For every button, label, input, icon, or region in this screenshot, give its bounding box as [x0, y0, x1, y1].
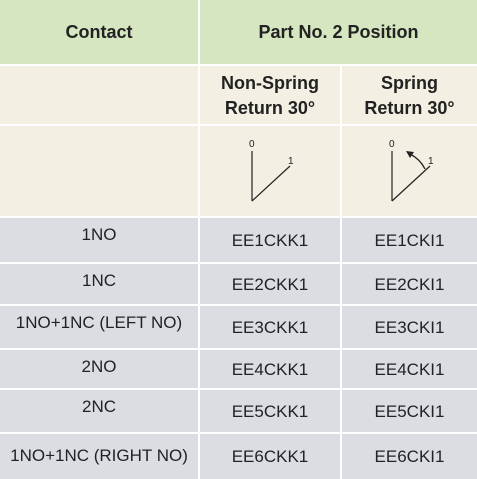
header-position: Part No. 2 Position — [198, 0, 477, 64]
table-row: 1NO EE1CKK1 EE1CKI1 — [0, 216, 477, 264]
row-contact: 1NO+1NC (LEFT NO) — [15, 313, 183, 332]
row-contact: 1NC — [81, 271, 116, 290]
table-row: 2NO EE4CKK1 EE4CKI1 — [0, 348, 477, 390]
table-diagram-row: 0 1 0 1 — [0, 124, 477, 218]
row-non-spring-part: EE3CKK1 — [198, 306, 340, 350]
subheader-spring: Spring Return 30° — [340, 66, 477, 126]
row-contact: 1NO — [81, 225, 117, 244]
row-non-spring-part: EE1CKK1 — [198, 218, 340, 264]
row-spring-part: EE1CKI1 — [340, 218, 477, 264]
table-row: 2NC EE5CKK1 EE5CKI1 — [0, 388, 477, 434]
row-spring-part: EE5CKI1 — [340, 390, 477, 434]
non-spring-position-diagram: 0 1 — [249, 139, 294, 202]
row-contact: 2NC — [81, 397, 116, 416]
spring-position-diagram: 0 1 — [389, 139, 434, 202]
row-non-spring-part: EE2CKK1 — [198, 264, 340, 306]
row-contact: 1NO+1NC (RIGHT NO) — [10, 446, 188, 465]
subheader-non-spring: Non-Spring Return 30° — [198, 66, 340, 126]
diagram-zero-label: 0 — [249, 139, 255, 150]
header-contact: Contact — [65, 21, 133, 42]
row-spring-part: EE3CKI1 — [340, 306, 477, 350]
subheader-non-spring-line1: Non-Spring — [221, 73, 319, 93]
diagram-one-line — [251, 165, 291, 202]
table-subheader-row: Non-Spring Return 30° Spring Return 30° — [0, 64, 477, 126]
diagram-zero-label: 0 — [389, 139, 395, 150]
row-spring-part: EE2CKI1 — [340, 264, 477, 306]
subheader-empty — [0, 66, 198, 126]
diagram-one-label: 1 — [288, 156, 294, 167]
diagram-spring-cell: 0 1 — [340, 126, 477, 218]
subheader-spring-line2: Return 30° — [364, 98, 455, 118]
subheader-non-spring-line2: Return 30° — [224, 98, 316, 118]
table-row: 1NO+1NC (LEFT NO) EE3CKK1 EE3CKI1 — [0, 304, 477, 350]
table-row: 1NC EE2CKK1 EE2CKI1 — [0, 262, 477, 306]
row-contact: 2NO — [81, 357, 117, 376]
row-non-spring-part: EE5CKK1 — [198, 390, 340, 434]
spring-return-arrowhead-icon — [405, 151, 414, 158]
row-non-spring-part: EE4CKK1 — [198, 350, 340, 390]
table-header-row: Contact Part No. 2 Position — [0, 0, 477, 64]
table-row: 1NO+1NC (RIGHT NO) EE6CKK1 EE6CKI1 — [0, 432, 477, 479]
row-non-spring-part: EE6CKK1 — [198, 434, 340, 479]
diagram-one-label: 1 — [428, 156, 434, 167]
diagram-non-spring-cell: 0 1 — [198, 126, 340, 218]
diagram-one-line — [391, 165, 430, 202]
subheader-spring-line1: Spring — [380, 73, 438, 93]
row-spring-part: EE4CKI1 — [340, 350, 477, 390]
diagram-empty — [0, 126, 198, 218]
spring-return-arrow — [409, 153, 426, 170]
row-spring-part: EE6CKI1 — [340, 434, 477, 479]
